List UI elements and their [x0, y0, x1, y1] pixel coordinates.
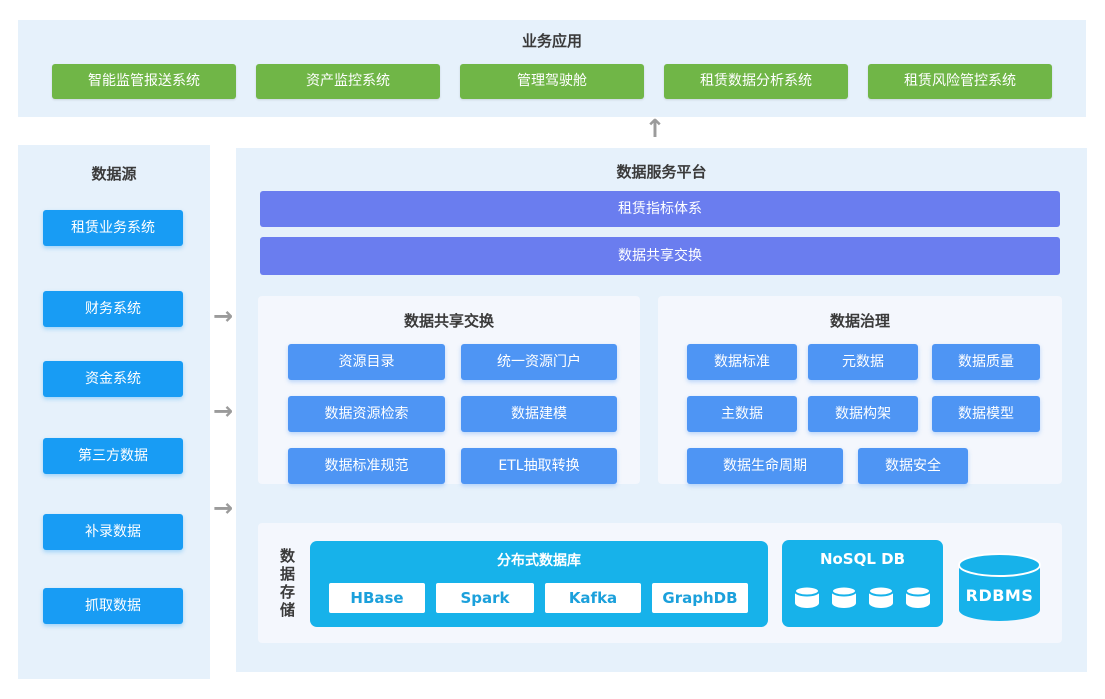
- database-cylinder-icon: [905, 585, 931, 608]
- governance-block-metadata: 元数据: [808, 344, 918, 380]
- distributed-db-box: 分布式数据库 HBase Spark Kafka GraphDB: [310, 541, 768, 627]
- db-chip-graphdb: GraphDB: [652, 583, 748, 613]
- rdbms-cylinder: RDBMS: [957, 552, 1042, 623]
- db-chip-spark: Spark: [436, 583, 534, 613]
- data-governance-panel: 数据治理 数据标准 元数据 数据质量 主数据 数据构架 数据模型 数据生命周期 …: [658, 296, 1062, 484]
- source-block-crawled: 抓取数据: [43, 588, 183, 624]
- nosql-cylinders: [782, 585, 943, 610]
- sharing-block-etl-transform: ETL抽取转换: [461, 448, 617, 484]
- rdbms-cylinder-icon: [958, 553, 1041, 621]
- database-cylinder-icon: [868, 585, 894, 608]
- governance-block-data-lifecycle: 数据生命周期: [687, 448, 843, 484]
- database-cylinder-icon: [794, 585, 820, 608]
- source-block-finance: 财务系统: [43, 291, 183, 327]
- data-sharing-panel: 数据共享交换 资源目录 统一资源门户 数据资源检索 数据建模 数据标准规范 ET…: [258, 296, 640, 484]
- bar-data-sharing-exchange: 数据共享交换: [260, 237, 1060, 275]
- data-sources-section: 数据源 租赁业务系统 财务系统 资金系统 第三方数据 补录数据 抓取数据: [18, 145, 210, 679]
- source-block-supplementary: 补录数据: [43, 514, 183, 550]
- sharing-block-data-standard-spec: 数据标准规范: [288, 448, 445, 484]
- governance-block-data-quality: 数据质量: [932, 344, 1040, 380]
- data-service-platform-section: 数据服务平台 租赁指标体系 数据共享交换 数据共享交换 资源目录 统一资源门户 …: [236, 148, 1087, 672]
- governance-block-data-architecture: 数据构架: [808, 396, 918, 432]
- app-block-management-cockpit: 管理驾驶舱: [460, 64, 644, 99]
- right-arrow-icon: →: [212, 302, 234, 330]
- business-apps-row: 智能监管报送系统 资产监控系统 管理驾驶舱 租赁数据分析系统 租赁风险管控系统: [52, 64, 1052, 99]
- governance-block-data-security: 数据安全: [858, 448, 968, 484]
- governance-block-data-model: 数据模型: [932, 396, 1040, 432]
- distributed-db-chips: HBase Spark Kafka GraphDB: [329, 583, 748, 613]
- nosql-db-box: NoSQL DB: [782, 540, 943, 627]
- governance-block-data-standard: 数据标准: [687, 344, 797, 380]
- governance-block-master-data: 主数据: [687, 396, 797, 432]
- db-chip-kafka: Kafka: [545, 583, 641, 613]
- up-arrow-icon: ↑: [644, 114, 666, 143]
- data-governance-panel-title: 数据治理: [829, 312, 890, 330]
- source-block-treasury: 资金系统: [43, 361, 183, 397]
- data-storage-panel: 数据存储 分布式数据库 HBase Spark Kafka GraphDB No…: [258, 523, 1062, 643]
- data-sharing-panel-title: 数据共享交换: [403, 312, 494, 330]
- sharing-block-unified-portal: 统一资源门户: [461, 344, 617, 380]
- business-apps-title: 业务应用: [521, 32, 582, 50]
- sharing-block-resource-catalog: 资源目录: [288, 344, 445, 380]
- sharing-block-resource-search: 数据资源检索: [288, 396, 445, 432]
- business-apps-section: 业务应用 智能监管报送系统 资产监控系统 管理驾驶舱 租赁数据分析系统 租赁风险…: [18, 20, 1086, 117]
- data-storage-label: 数据存储: [279, 547, 295, 619]
- rdbms-label: RDBMS: [965, 586, 1034, 605]
- db-chip-hbase: HBase: [329, 583, 425, 613]
- source-block-third-party: 第三方数据: [43, 438, 183, 474]
- right-arrow-icon: →: [212, 397, 234, 425]
- distributed-db-title: 分布式数据库: [497, 553, 581, 569]
- app-block-asset-monitoring: 资产监控系统: [256, 64, 440, 99]
- data-sources-title: 数据源: [91, 165, 137, 183]
- database-cylinder-icon: [831, 585, 857, 608]
- nosql-db-title: NoSQL DB: [819, 550, 906, 568]
- sharing-block-data-modeling: 数据建模: [461, 396, 617, 432]
- app-block-lease-data-analysis: 租赁数据分析系统: [664, 64, 848, 99]
- platform-title: 数据服务平台: [616, 163, 707, 181]
- app-block-regulatory-reporting: 智能监管报送系统: [52, 64, 236, 99]
- app-block-lease-risk-control: 租赁风险管控系统: [868, 64, 1052, 99]
- right-arrow-icon: →: [212, 494, 234, 522]
- bar-lease-indicator-system: 租赁指标体系: [260, 191, 1060, 227]
- source-block-lease-business: 租赁业务系统: [43, 210, 183, 246]
